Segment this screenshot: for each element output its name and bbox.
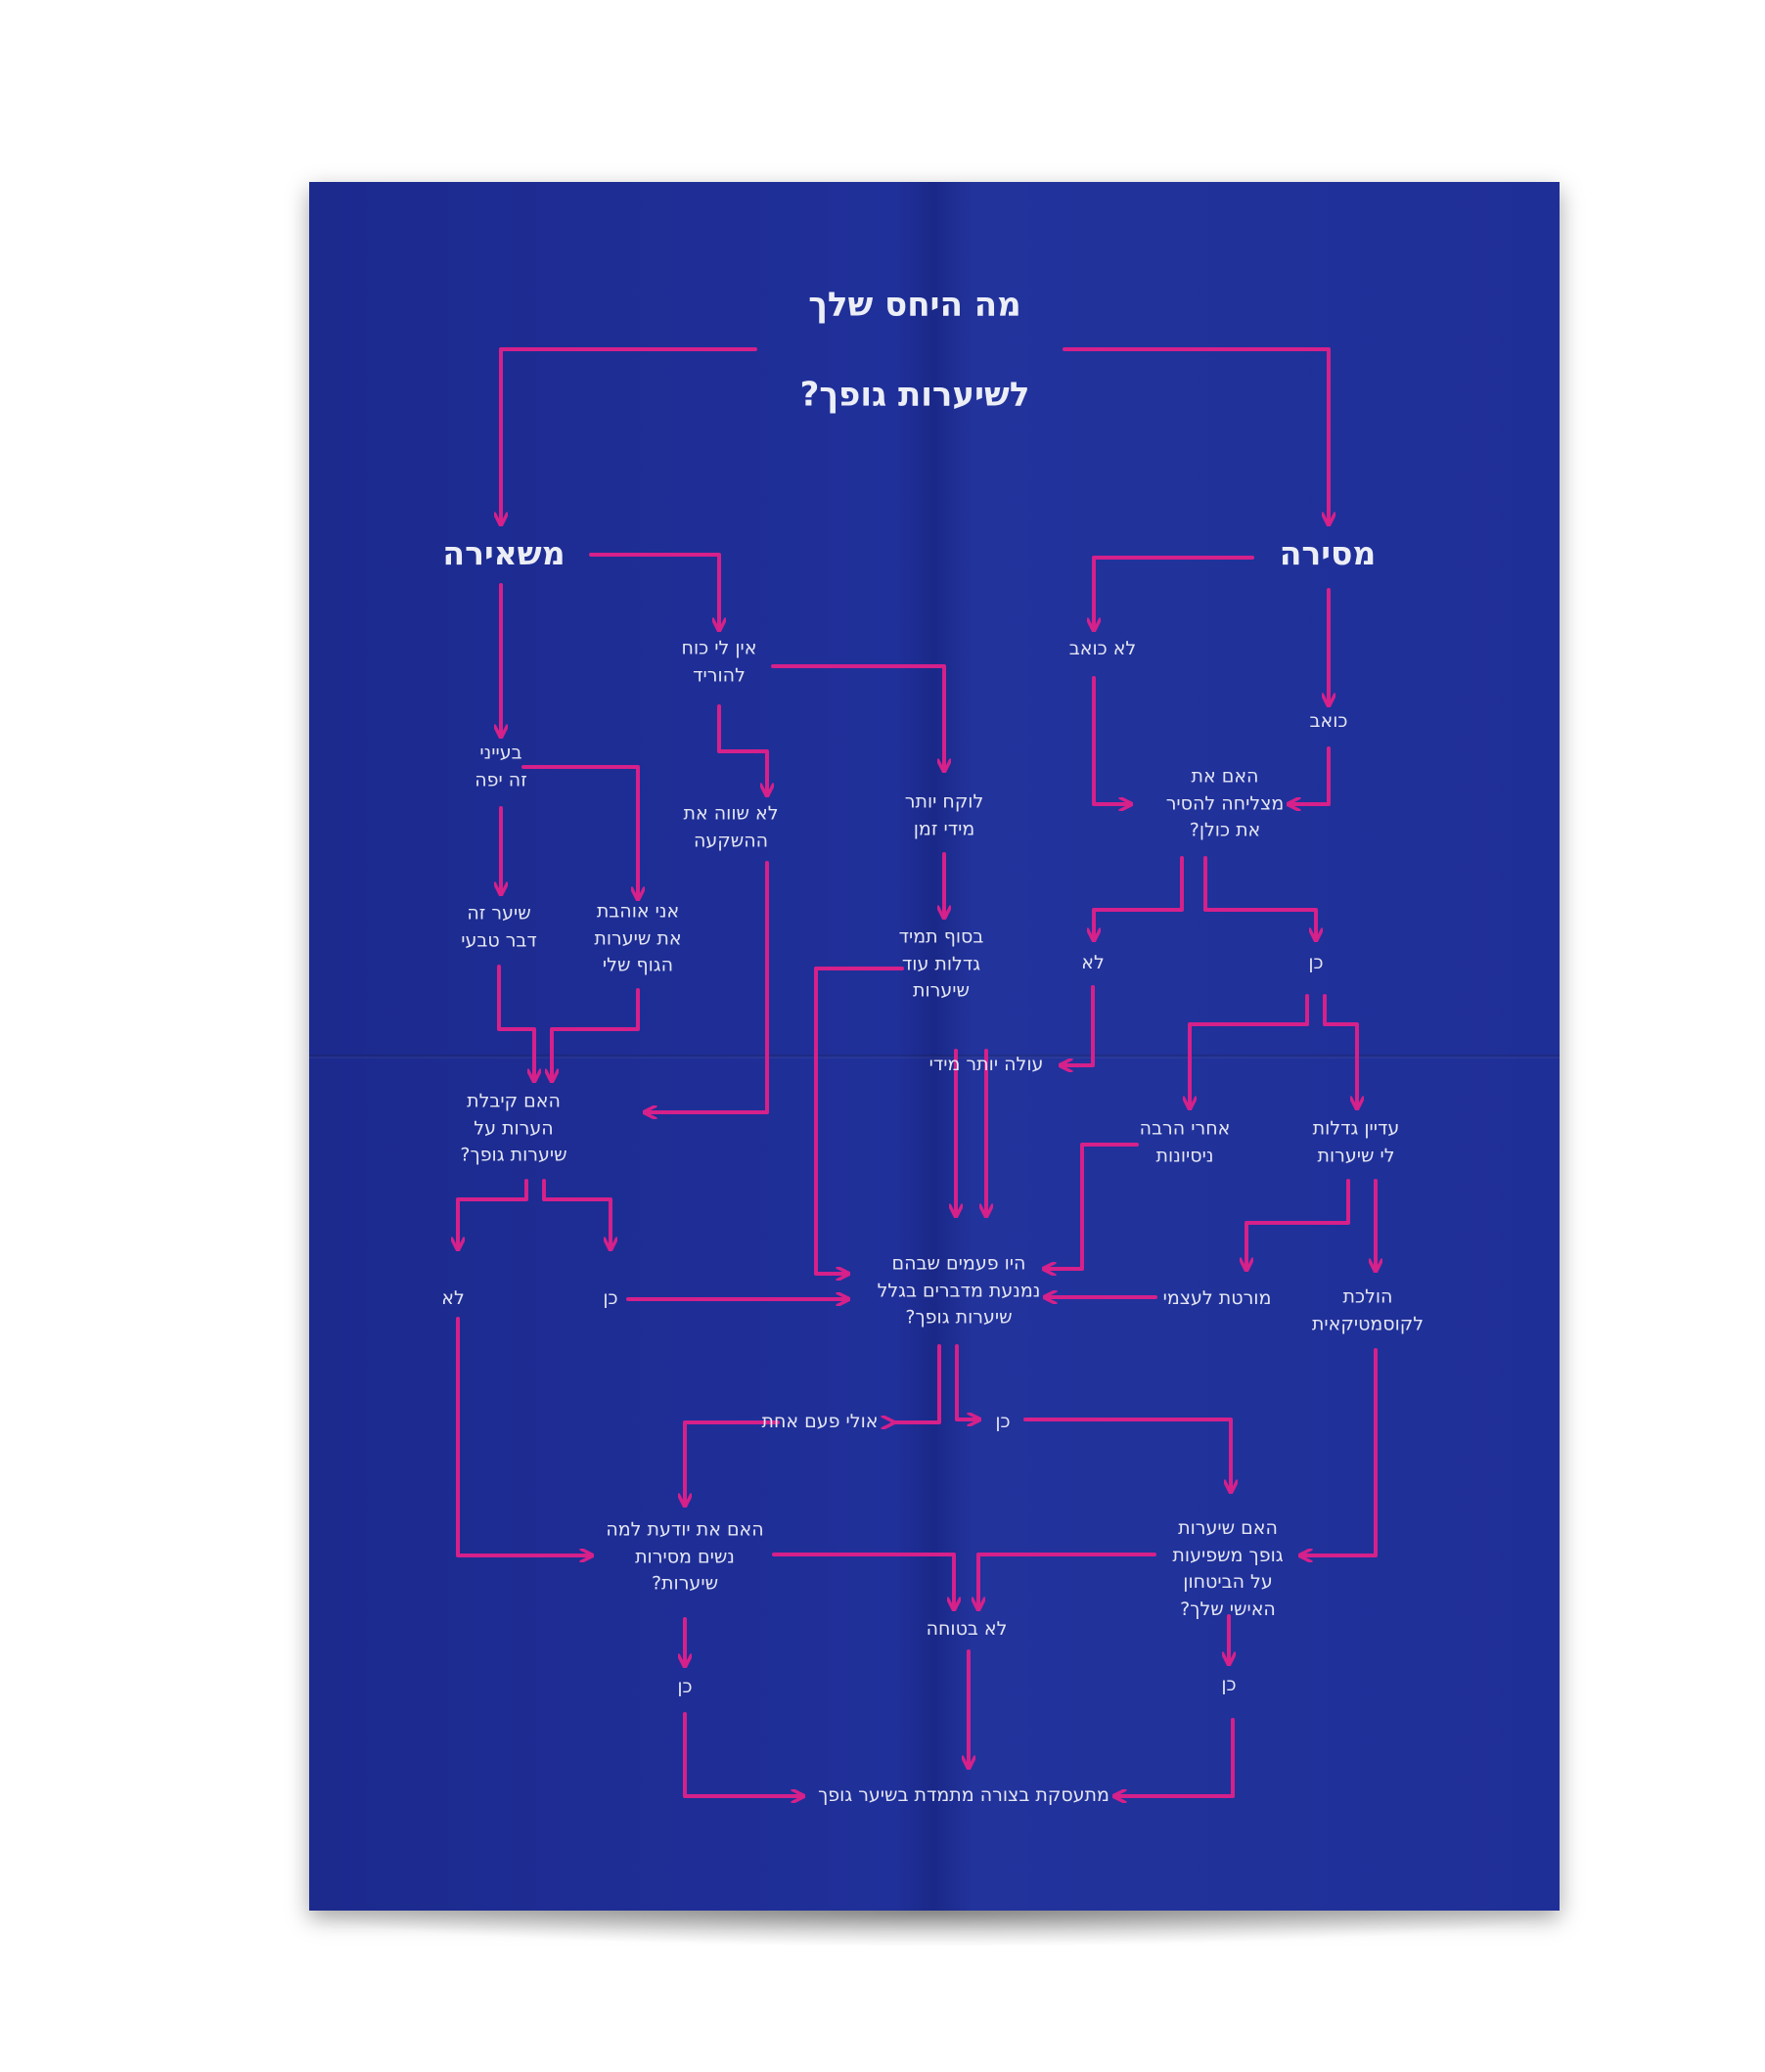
node-not-hurt: לא כואב [1068,638,1137,660]
flow-arrow [1094,556,1254,629]
node-yes-2: כן [603,1287,618,1310]
poster-sheet [309,182,1560,1911]
flow-arrow [458,1179,528,1248]
flow-arrow [521,765,638,898]
node-beautiful: בעייני זה יפה [475,742,527,790]
node-after-tries: אחרי הרבה ניסיונות [1139,1117,1231,1166]
node-avoided: היו פעמים שבהם נמנעת מדברים בגלל שיערות … [877,1252,1041,1329]
flow-arrow [1092,676,1130,804]
title-line-1: מה היחס שלך [808,285,1021,325]
flow-arrow [955,1344,978,1419]
flow-arrow [1301,1348,1378,1555]
node-not-worth: לא שווה את ההשקעה [683,802,779,851]
flow-arrow [1023,1418,1231,1491]
flow-arrow [1323,994,1357,1107]
node-self-tear: מורטת לעצמי [1162,1287,1272,1310]
poster-fold-line [309,1055,1560,1059]
node-manage-all: האם את מצליחה להסיר את כולן? [1165,765,1285,841]
node-cosmetician: הולכת לקוסמטיקאית [1311,1285,1425,1334]
flow-arrow [589,553,719,629]
node-yes-3: כן [995,1411,1011,1433]
flow-arrow [978,1553,1156,1608]
branch-keep: משאירה [442,534,566,573]
flow-arrow [456,1317,591,1555]
node-not-sure: לא בטוחה [926,1618,1008,1641]
node-no-2: לא [441,1287,465,1310]
node-why-remove: האם את יודעת למה נשים מסירות שיערות? [606,1518,764,1595]
flow-arrow [1203,856,1316,939]
node-maybe-once: אולי פעם אחת [761,1411,879,1433]
flow-arrow [717,704,767,794]
node-yes-5: כן [1221,1674,1237,1696]
flow-arrow [685,1420,780,1505]
branch-remove: מסירה [1279,534,1377,573]
flow-arrow [552,988,640,1080]
title-line-2: לשיערות גופך? [799,374,1030,414]
node-final: מתעסקת בצורה מתמדת בשיער גופך [818,1784,1109,1807]
node-natural: שיער זה דבר טבעי [461,902,537,951]
flow-arrow [1094,856,1184,939]
flow-arrow [1190,994,1309,1107]
flow-arrow [501,347,757,523]
node-no-energy: אין לי כוח להוריד [681,637,757,686]
flow-arrow [497,965,534,1080]
node-love-hair: אני אוהבת את שיערות הגוף שלי [594,900,682,976]
flow-arrow [646,861,769,1112]
flow-arrow [1290,746,1331,804]
flow-arrow [892,1344,941,1422]
node-yes-4: כן [677,1676,693,1698]
flow-arrow [814,967,904,1274]
node-takes-time: לוקח יותר מידי זמן [904,790,984,839]
node-hurts: כואב [1309,710,1348,733]
flowchart-title: מה היחס שלך לשיערות גופך? [800,238,1030,462]
flow-arrow [683,1712,802,1796]
flow-arrow [1115,1718,1235,1796]
node-grows-back: בסוף תמיד גדלות עוד שיערות [898,925,984,1002]
flow-arrow [1063,347,1329,523]
node-too-expensive: עולה יותר מידי [928,1054,1044,1076]
arrow-group [456,347,1378,1796]
flow-arrow [1246,1179,1350,1269]
flow-arrow [542,1179,611,1248]
node-got-comments: האם קיבלת הערות על שיערות גופך? [460,1090,567,1166]
node-yes-1: כן [1308,952,1324,974]
node-confidence: האם שיערות גופך משפיעות על הביטחון האישי… [1172,1516,1284,1620]
node-still-grow: עדיין גדלות לי שיערות [1312,1117,1400,1166]
flow-arrow [771,664,944,770]
flow-arrow [1062,985,1095,1065]
node-no-1: לא [1081,952,1105,974]
flow-arrow [772,1553,954,1608]
flow-arrow [1045,1143,1139,1269]
